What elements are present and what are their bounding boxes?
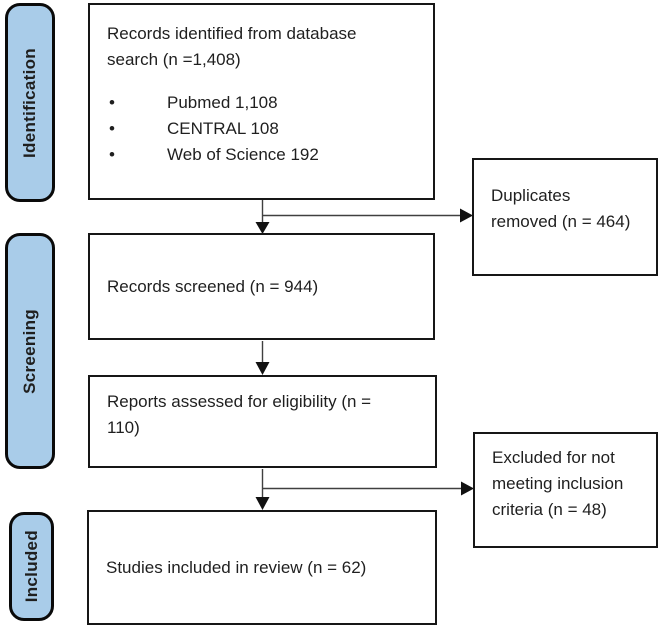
list-item-web-of-science: • Web of Science 192 bbox=[109, 142, 433, 168]
stage-label-identification: Identification bbox=[5, 3, 55, 202]
box-reports-assessed: Reports assessed for eligibility (n = 11… bbox=[88, 375, 437, 468]
studies-included-text: Studies included in review (n = 62) bbox=[106, 557, 367, 577]
duplicates-removed-text: Duplicates removed (n = 464) bbox=[491, 186, 631, 231]
connector-assessed-to-included bbox=[255, 469, 474, 510]
box-records-screened: Records screened (n = 944) bbox=[88, 233, 435, 340]
stage-label-identification-text: Identification bbox=[20, 47, 39, 158]
box-excluded-criteria: Excluded for not meeting inclusion crite… bbox=[473, 432, 658, 548]
records-screened-text: Records screened (n = 944) bbox=[107, 276, 319, 296]
stage-label-included: Included bbox=[9, 512, 54, 621]
stage-label-screening-text: Screening bbox=[20, 308, 39, 394]
list-item-pubmed: • Pubmed 1,108 bbox=[109, 90, 433, 116]
bullet-icon: • bbox=[109, 93, 115, 112]
stage-label-included-text: Included bbox=[21, 530, 41, 603]
list-item-central: • CENTRAL 108 bbox=[109, 116, 433, 142]
connector-screened-to-assessed bbox=[255, 341, 270, 375]
arrowhead-to-included-icon bbox=[255, 497, 270, 510]
box-studies-included: Studies included in review (n = 62) bbox=[87, 510, 437, 625]
list-item-pubmed-text: Pubmed 1,108 bbox=[167, 93, 278, 112]
box-duplicates-removed: Duplicates removed (n = 464) bbox=[472, 158, 658, 276]
arrowhead-to-assessed-icon bbox=[255, 362, 270, 375]
list-item-central-text: CENTRAL 108 bbox=[167, 119, 279, 138]
stage-label-screening: Screening bbox=[5, 233, 55, 469]
excluded-criteria-text: Excluded for not meeting inclusion crite… bbox=[492, 448, 624, 519]
connector-identified-to-screened bbox=[255, 200, 473, 234]
bullet-icon: • bbox=[109, 145, 115, 164]
bullet-icon: • bbox=[109, 119, 115, 138]
records-identified-text: Records identified from database search … bbox=[107, 24, 357, 69]
reports-assessed-text: Reports assessed for eligibility (n = 11… bbox=[107, 392, 372, 437]
database-source-list: • Pubmed 1,108 • CENTRAL 108 • Web of Sc… bbox=[107, 90, 433, 168]
list-item-web-of-science-text: Web of Science 192 bbox=[167, 145, 319, 164]
box-records-identified: Records identified from database search … bbox=[88, 3, 435, 200]
